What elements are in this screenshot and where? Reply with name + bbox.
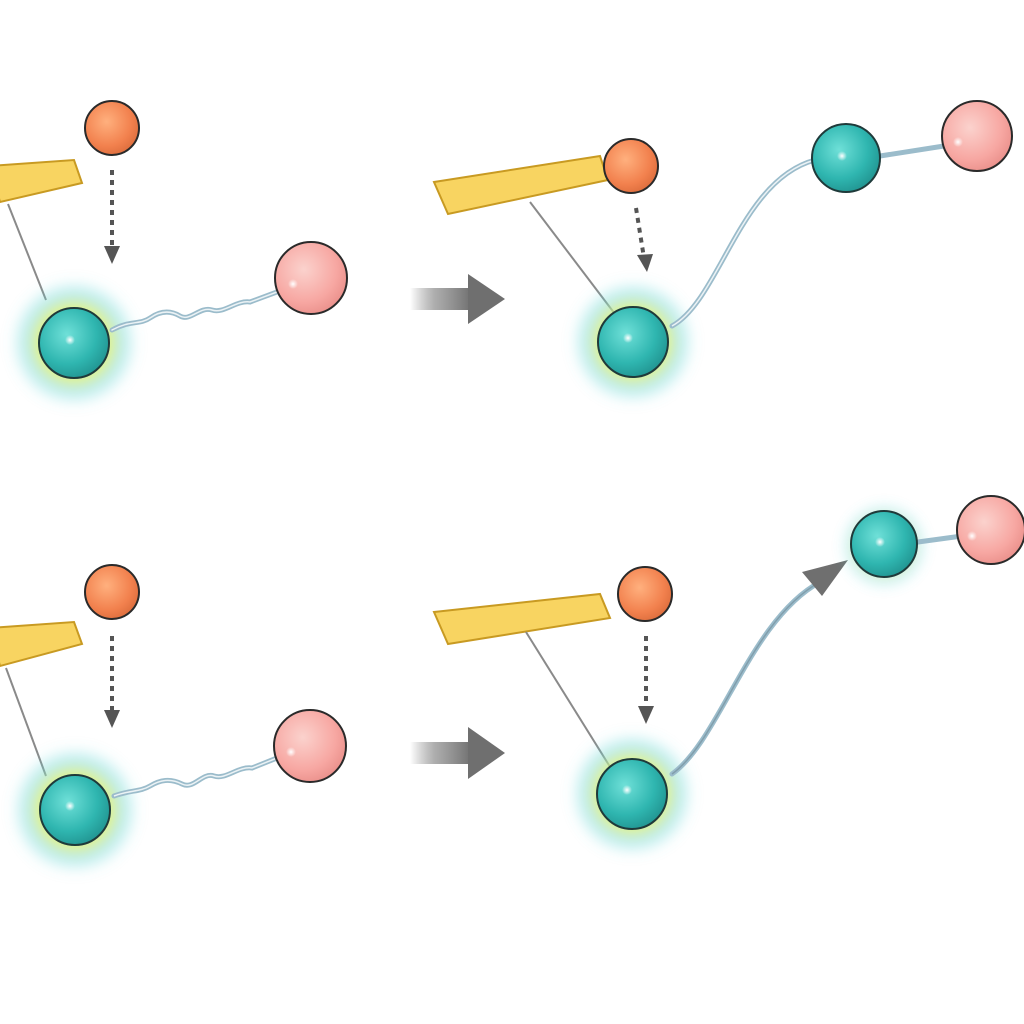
drop-arrow-head: [637, 254, 653, 272]
tie-line: [7, 203, 47, 301]
drop-arrow-head: [638, 706, 654, 724]
wavy-tether: [109, 286, 288, 333]
drop-arrow-head: [104, 710, 120, 728]
paddle-plate: [432, 592, 612, 646]
salmon-ball: [274, 241, 348, 315]
orange-ball: [84, 564, 140, 620]
panel-top-before: [0, 100, 348, 407]
salmon-ball: [956, 495, 1024, 565]
right-arrow-icon: [410, 742, 472, 764]
curved-tether: [669, 579, 823, 777]
drop-arrow-icon: [634, 207, 646, 259]
teal-ball: [597, 306, 669, 378]
curved-up-arrow-icon: [802, 560, 848, 596]
paddle-plate: [0, 620, 84, 668]
orange-ball: [603, 138, 659, 194]
panel-bottom-before: [0, 564, 347, 874]
salmon-ball: [273, 709, 347, 783]
orange-ball: [617, 566, 673, 622]
right-arrow-icon: [410, 288, 472, 310]
teal-ball: [39, 774, 111, 846]
curved-tether: [669, 157, 818, 329]
paddle-plate: [0, 158, 84, 204]
transition-arrow-top: [410, 274, 505, 324]
panel-bottom-after: [432, 495, 1024, 856]
orange-ball: [84, 100, 140, 156]
paddle-plate: [432, 154, 610, 216]
transition-arrow-bottom: [410, 727, 505, 779]
drop-arrow-head: [104, 246, 120, 264]
teal-ball: [596, 758, 668, 830]
panel-top-after: [432, 100, 1013, 404]
salmon-ball: [941, 100, 1013, 172]
